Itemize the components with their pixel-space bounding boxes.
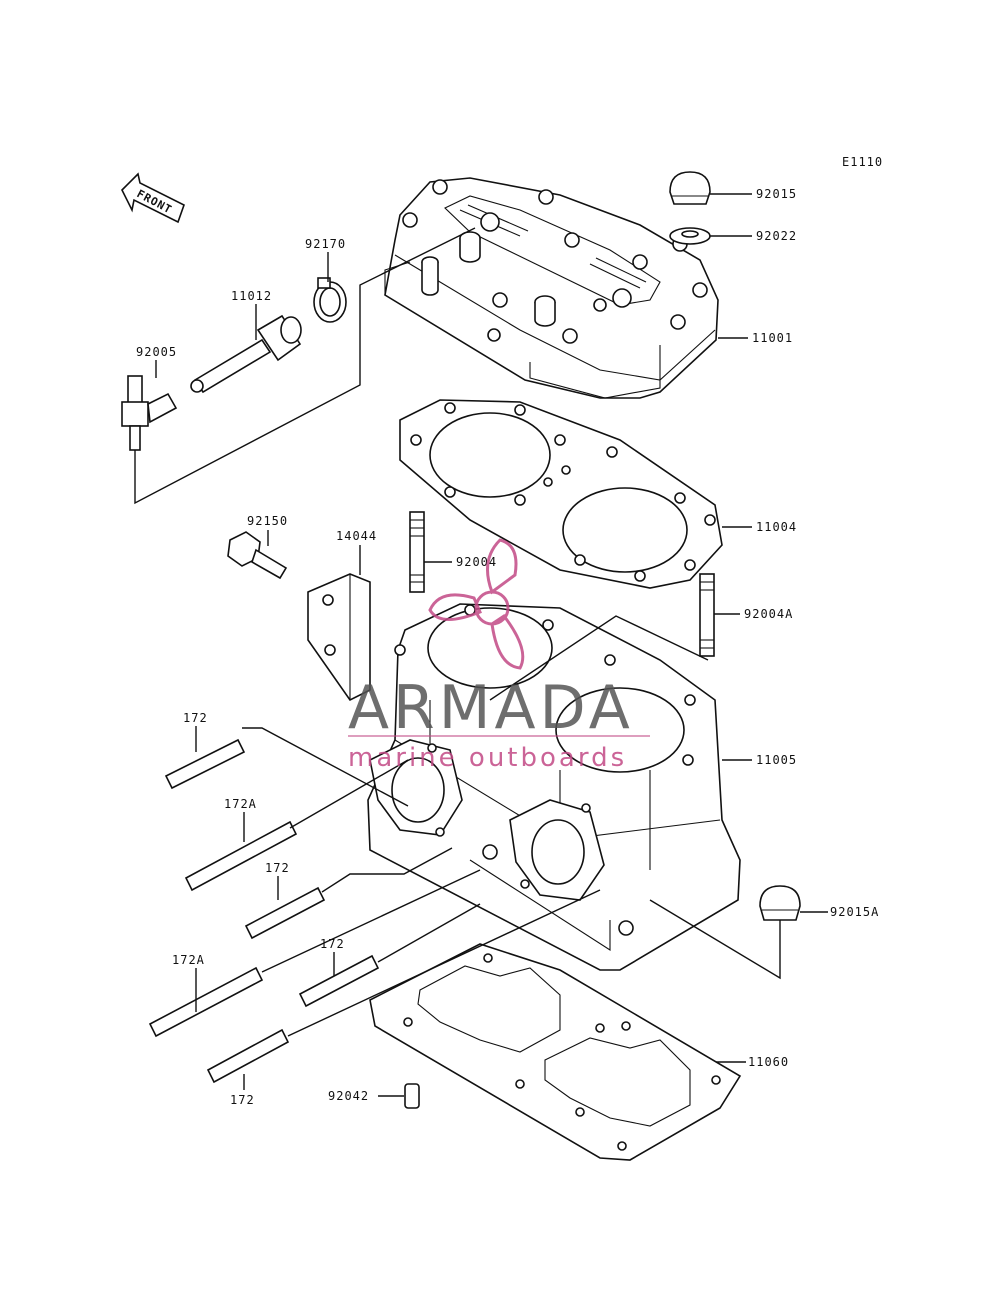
label-172-1: 172 <box>183 711 208 725</box>
stud-172A-2[interactable] <box>148 966 264 1038</box>
cylinder-block-11005[interactable] <box>367 603 741 971</box>
label-172A-1: 172A <box>224 797 257 811</box>
label-11001: 11001 <box>752 331 793 345</box>
watermark-tagline: marine outboards <box>348 743 627 773</box>
head-gasket-11004[interactable] <box>399 399 723 589</box>
leader-frame-head <box>134 227 476 505</box>
cylinder-head-11001[interactable] <box>384 177 719 399</box>
label-92150: 92150 <box>247 514 288 528</box>
stud-172-4[interactable] <box>206 1028 290 1084</box>
propeller-logo-icon <box>428 538 525 670</box>
bracket-14044[interactable] <box>307 573 371 702</box>
label-11012: 11012 <box>231 289 272 303</box>
fitting-92005[interactable] <box>121 375 178 451</box>
stud-172A-1[interactable] <box>184 820 298 892</box>
label-92042: 92042 <box>328 1089 369 1103</box>
label-92004: 92004 <box>456 555 497 569</box>
label-92015A: 92015A <box>830 905 879 919</box>
fitting-11012[interactable] <box>190 314 302 394</box>
cap-nut-92015[interactable] <box>669 171 711 205</box>
hose-clamp-92170[interactable] <box>313 277 347 323</box>
label-172-4: 172 <box>230 1093 255 1107</box>
stud-172-1[interactable] <box>164 738 246 790</box>
stud-172-3[interactable] <box>298 954 380 1008</box>
front-arrow-icon: FRONT <box>121 172 185 224</box>
label-92004A: 92004A <box>744 607 793 621</box>
label-14044: 14044 <box>336 529 377 543</box>
cap-nut-92015A[interactable] <box>759 885 801 921</box>
label-172-2: 172 <box>265 861 290 875</box>
part-labels: 92015 92022 11001 92170 11012 92005 1100… <box>136 187 879 1107</box>
bolt-92150[interactable] <box>227 531 288 580</box>
label-172-3: 172 <box>320 937 345 951</box>
label-92005: 92005 <box>136 345 177 359</box>
diagram-code: E1110 <box>842 155 883 169</box>
watermark-brand: ARMADA <box>348 673 634 743</box>
label-11005: 11005 <box>756 753 797 767</box>
stud-92004[interactable] <box>409 511 425 593</box>
leader-lines <box>155 193 828 1097</box>
stud-92004A[interactable] <box>699 573 715 657</box>
label-11060: 11060 <box>748 1055 789 1069</box>
base-gasket-11060[interactable] <box>369 943 742 1161</box>
label-11004: 11004 <box>756 520 797 534</box>
label-92022: 92022 <box>756 229 797 243</box>
washer-92022[interactable] <box>669 227 711 245</box>
label-92015: 92015 <box>756 187 797 201</box>
label-172A-2: 172A <box>172 953 205 967</box>
dowel-pin-92042[interactable] <box>404 1083 420 1109</box>
label-92170: 92170 <box>305 237 346 251</box>
stud-172-2[interactable] <box>244 886 326 940</box>
watermark: ARMADA marine outboards <box>348 538 650 773</box>
